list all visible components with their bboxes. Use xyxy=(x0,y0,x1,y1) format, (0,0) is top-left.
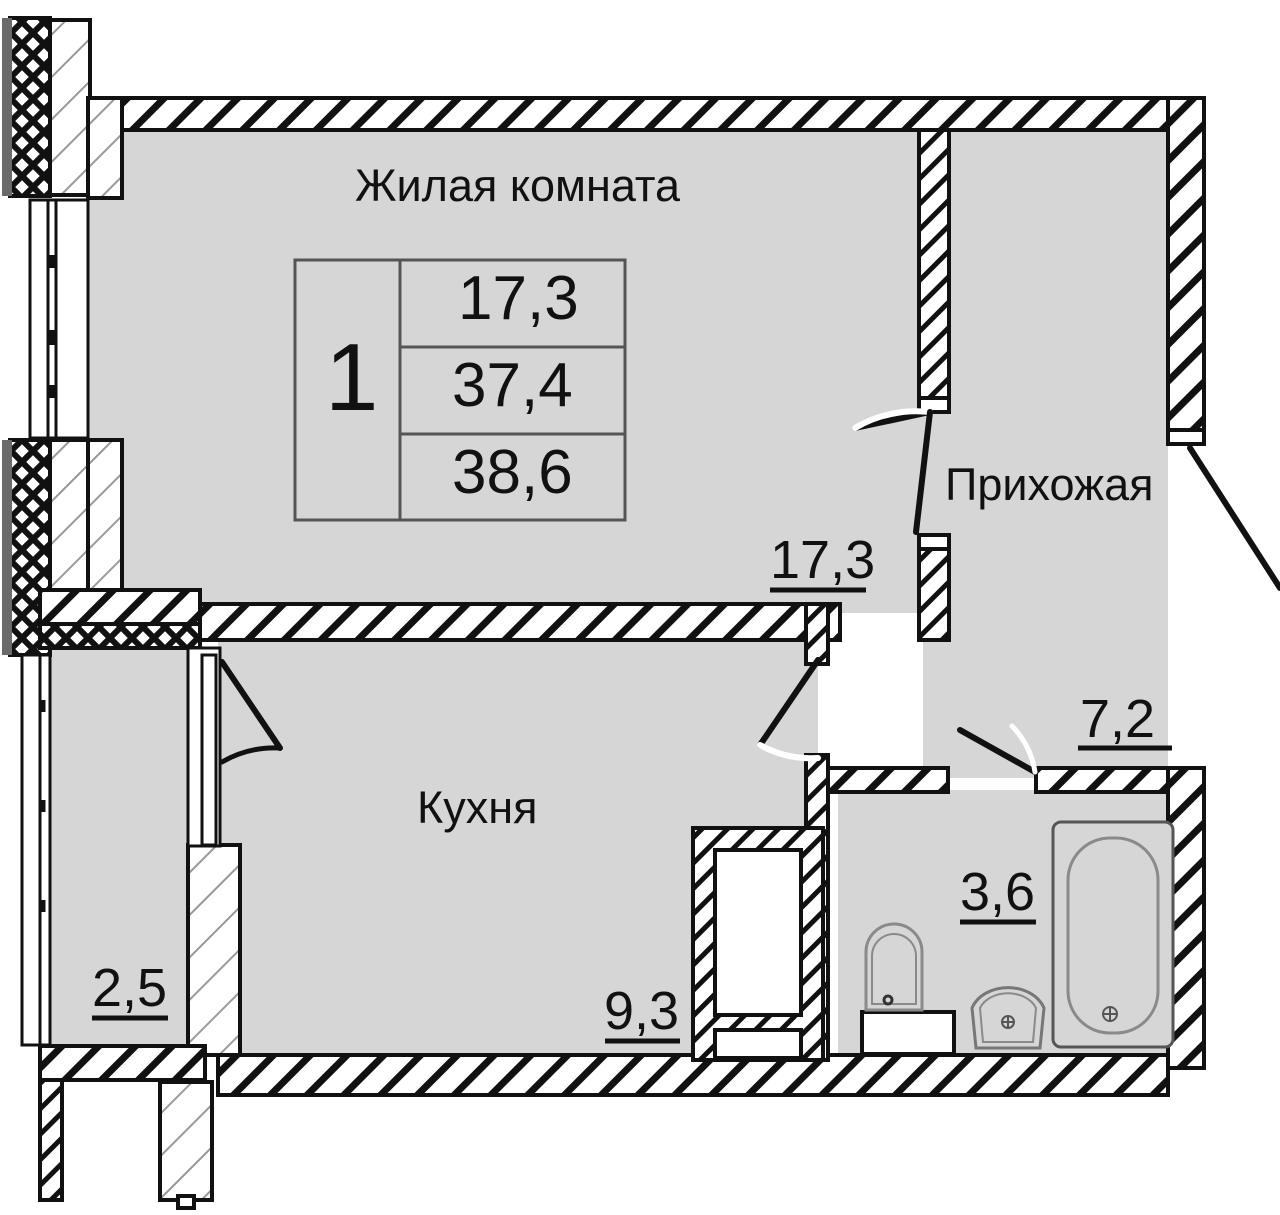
door-bathroom-leaf xyxy=(957,727,1038,775)
balcony-glazing-inner xyxy=(38,653,52,1047)
balcony-area: 2,5 xyxy=(92,958,168,1018)
washbasin xyxy=(970,986,1046,1050)
door-kitchen-arc xyxy=(757,742,821,762)
wall-left-upper xyxy=(48,18,92,197)
hallway-area: 7,2 xyxy=(1080,689,1156,749)
living-room-floor xyxy=(88,128,923,613)
living-room-area: 17,3 xyxy=(770,530,876,590)
wall-livingroom-kitchen xyxy=(198,602,842,642)
wall-right-door-jamb xyxy=(1166,428,1206,446)
wall-left-upper-insul xyxy=(8,16,52,198)
glazing xyxy=(20,198,222,1047)
kitchen-label: Кухня xyxy=(417,782,538,833)
bathtub-drain xyxy=(1102,1006,1118,1022)
summary-rooms-count: 1 xyxy=(325,324,379,431)
living-room-label: Жилая комната xyxy=(355,160,681,211)
doors xyxy=(219,408,1280,775)
hallway-label: Прихожая xyxy=(945,459,1154,510)
toilet-flush xyxy=(882,994,894,1006)
wall-balcony-top-insul xyxy=(38,622,202,650)
kitchen-area: 9,3 xyxy=(604,981,680,1041)
wall-hallway-bathroom-right xyxy=(1034,766,1188,794)
door-entrance-swing xyxy=(1187,445,1280,591)
vent-shaft-inner-lower xyxy=(713,1028,803,1060)
bathroom-area: 3,6 xyxy=(960,862,1036,922)
door-livingroom-arc xyxy=(852,408,933,431)
wall-door-jamb-bottom xyxy=(917,533,951,551)
wall-left-return-upper xyxy=(86,96,124,200)
wall-balcony-right xyxy=(186,843,242,1057)
bathroom-fixtures xyxy=(860,820,1175,1056)
wall-left-upper-skin xyxy=(2,18,12,196)
balcony-floor xyxy=(40,648,188,1046)
door-livingroom-leaf2 xyxy=(913,409,933,535)
wall-hallway-bathroom xyxy=(826,766,950,794)
door-kitchen-leaf xyxy=(757,657,821,748)
door-bathroom-arc xyxy=(1009,723,1038,775)
door-balcony-arc xyxy=(219,745,283,765)
wall-kitchen-hallway xyxy=(804,602,830,666)
summary-total-area: 37,4 xyxy=(452,351,573,420)
summary-table-border xyxy=(293,258,627,522)
wall-top-exterior xyxy=(76,96,1190,132)
wall-livingroom-hallway xyxy=(917,128,951,412)
wall-balcony-bottom-nub xyxy=(176,1194,196,1210)
area-underlines xyxy=(92,587,1172,1044)
walls xyxy=(2,16,1206,1210)
summary-living-area: 17,3 xyxy=(458,264,579,333)
door-livingroom-leaf xyxy=(852,409,933,431)
wall-left-lower-skin xyxy=(2,440,12,655)
washbasin-drain xyxy=(1001,1015,1015,1029)
wall-right-exterior xyxy=(1166,96,1206,445)
toilet xyxy=(860,922,956,1056)
summary-total-with-balcony: 38,6 xyxy=(452,438,573,507)
wall-balcony-top xyxy=(38,588,202,626)
wall-balcony-bottom-leg xyxy=(38,1078,64,1202)
wall-door-jamb-top xyxy=(917,396,951,414)
hallway-floor-upper xyxy=(923,128,1168,778)
wall-balcony-bottom xyxy=(38,1044,207,1082)
bathtub-inner xyxy=(1066,836,1160,1035)
vent-shaft-inner-upper xyxy=(713,848,803,1017)
window-living-inner2 xyxy=(54,198,90,440)
wall-balcony-bottom-stub xyxy=(158,1080,214,1202)
summary-table-grid xyxy=(293,258,627,522)
balcony-door-leaf xyxy=(200,653,218,847)
door-balcony-leaf xyxy=(219,659,283,751)
